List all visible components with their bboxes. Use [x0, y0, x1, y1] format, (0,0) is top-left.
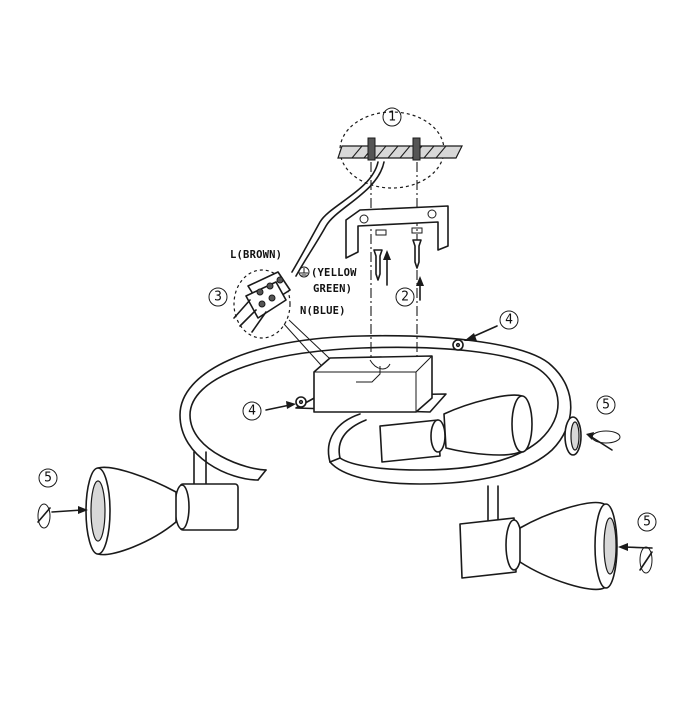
- svg-text:3: 3: [214, 290, 222, 305]
- svg-text:5: 5: [643, 515, 651, 530]
- live-wire-label: L(BROWN): [230, 249, 282, 261]
- earth-wire-label-2: GREEN): [313, 283, 352, 295]
- rotate-arrow-icon: [37, 503, 51, 529]
- spotlight-centre: [379, 394, 533, 521]
- terminal-block: [233, 269, 291, 339]
- arrow-to-nut-right: [464, 325, 498, 341]
- spotlight-left: [85, 451, 239, 556]
- step-badge-4-right: 4: [499, 310, 519, 330]
- up-arrow: [383, 250, 424, 301]
- ceiling-base-plate: [295, 355, 447, 413]
- fixing-nut-left: [295, 396, 307, 408]
- step-badge-5-lower-right: 5: [637, 512, 657, 532]
- arrow-to-cap-left: [51, 506, 88, 514]
- ceiling-detail: [337, 111, 463, 189]
- curved-arm: [179, 334, 572, 485]
- step-badge-5-left: 5: [38, 468, 58, 488]
- step-badge-5-right: 5: [596, 395, 616, 415]
- step-badge-2: 2: [395, 287, 415, 307]
- svg-text:5: 5: [44, 471, 52, 486]
- step-badge-3: 3: [208, 287, 228, 307]
- svg-text:1: 1: [388, 110, 396, 125]
- supply-cable: [291, 161, 379, 273]
- step-badge-1: 1: [382, 107, 402, 127]
- spotlight-lower-right: [459, 501, 618, 591]
- earth-symbol-icon: [298, 266, 310, 278]
- step-badge-4-left: 4: [242, 401, 262, 421]
- bulb-cap-right: [564, 416, 582, 456]
- svg-text:4: 4: [248, 404, 256, 419]
- svg-text:2: 2: [401, 290, 409, 305]
- earth-wire-label: (YELLOW: [311, 267, 357, 279]
- neutral-wire-label: N(BLUE): [300, 305, 346, 317]
- svg-text:4: 4: [505, 313, 513, 328]
- bracket-screws: [373, 239, 422, 281]
- arrow-to-nut-left: [265, 401, 296, 411]
- svg-text:5: 5: [602, 398, 610, 413]
- fixing-nut-right: [452, 339, 464, 351]
- rotate-arrow-icon: [639, 546, 653, 574]
- mounting-bracket: [345, 205, 449, 259]
- rotate-arrow-icon: [586, 430, 621, 451]
